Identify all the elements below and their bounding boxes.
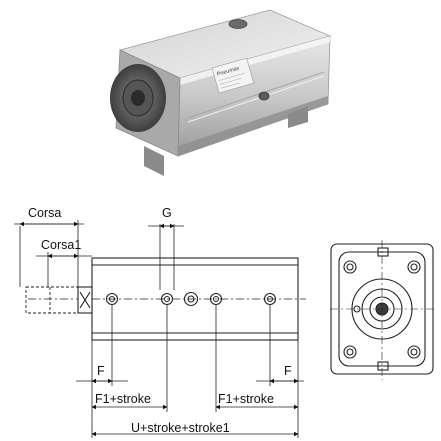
top-dimensions [14, 220, 184, 290]
u-total-label: U+stroke+stroke1 [131, 421, 230, 435]
f1-stroke-right-label: F1+stroke [218, 392, 274, 406]
end-view [330, 240, 436, 380]
corsa1-label: Corsa1 [41, 238, 82, 252]
bottom-dimensions [76, 305, 304, 438]
side-view-holes [105, 291, 277, 307]
corsa-label: Corsa [28, 206, 62, 220]
side-view [25, 257, 306, 341]
f-left-label: F [97, 364, 105, 378]
f1-stroke-left-label: F1+stroke [95, 392, 151, 406]
side-port [258, 91, 270, 101]
rod-extension-outline [25, 286, 79, 314]
g-label: G [162, 206, 172, 220]
top-port [228, 19, 248, 29]
dimension-drawing [14, 220, 436, 438]
nameplate: Pneumax [211, 57, 255, 94]
f-right-label: F [284, 364, 292, 378]
cylinder-photo: Pneumax [110, 9, 332, 176]
